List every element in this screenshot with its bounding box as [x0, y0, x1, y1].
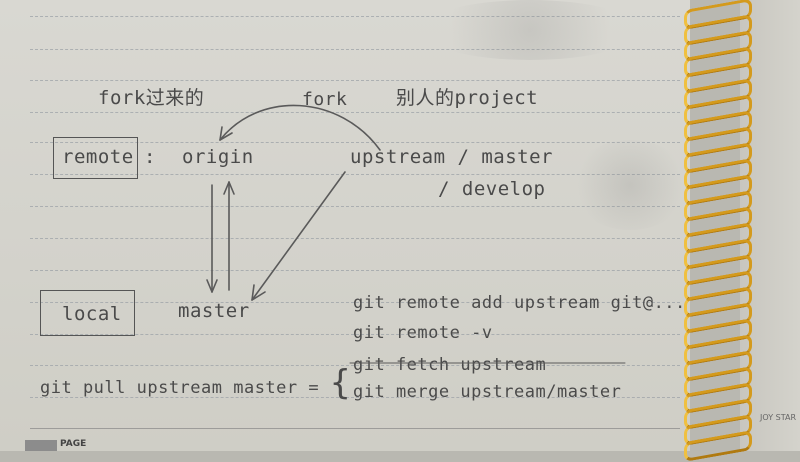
- fork-arrowhead: [219, 126, 233, 141]
- page-label: PAGE: [60, 439, 87, 449]
- master-label: master: [178, 300, 250, 322]
- fork-origin-caption: fork过来的: [98, 87, 205, 109]
- cmd-remote-v: git remote -v: [353, 323, 493, 343]
- colon: :: [144, 146, 156, 168]
- pencil-arrows: [206, 104, 626, 364]
- brace: {: [330, 363, 351, 403]
- page-footer-tab: [25, 440, 57, 451]
- cmd-remote-add: git remote add upstream git@...: [353, 293, 686, 313]
- brand-label: JOY STAR: [760, 413, 797, 422]
- faded-text-smudge: [420, 0, 640, 60]
- remote-label: remote: [62, 146, 134, 168]
- develop-label: / develop: [438, 178, 546, 200]
- up-arrowhead: [223, 181, 235, 195]
- cmd-fetch: git fetch upstream: [353, 355, 547, 375]
- cmd-merge: git merge upstream/master: [353, 382, 622, 402]
- cmd-pull: git pull upstream master =: [40, 378, 320, 398]
- local-box: [40, 290, 135, 336]
- others-project-caption: 别人的project: [396, 87, 539, 109]
- fork-label: fork: [302, 89, 348, 110]
- remote-box: [53, 137, 138, 179]
- spiral-binding: [684, 0, 800, 462]
- origin-label: origin: [182, 146, 254, 168]
- faded-text-smudge: [570, 140, 690, 230]
- fork-arc-arrow: [219, 104, 381, 151]
- local-label: local: [62, 303, 122, 325]
- facing-page: [740, 0, 800, 451]
- diagonal-arrowhead: [251, 284, 266, 301]
- notebook-page: fork过来的 fork 别人的project remote : origin …: [0, 0, 690, 451]
- down-arrowhead: [206, 279, 218, 293]
- upstream-master-label: upstream / master: [350, 146, 553, 168]
- diagonal-arrow-line: [251, 171, 346, 301]
